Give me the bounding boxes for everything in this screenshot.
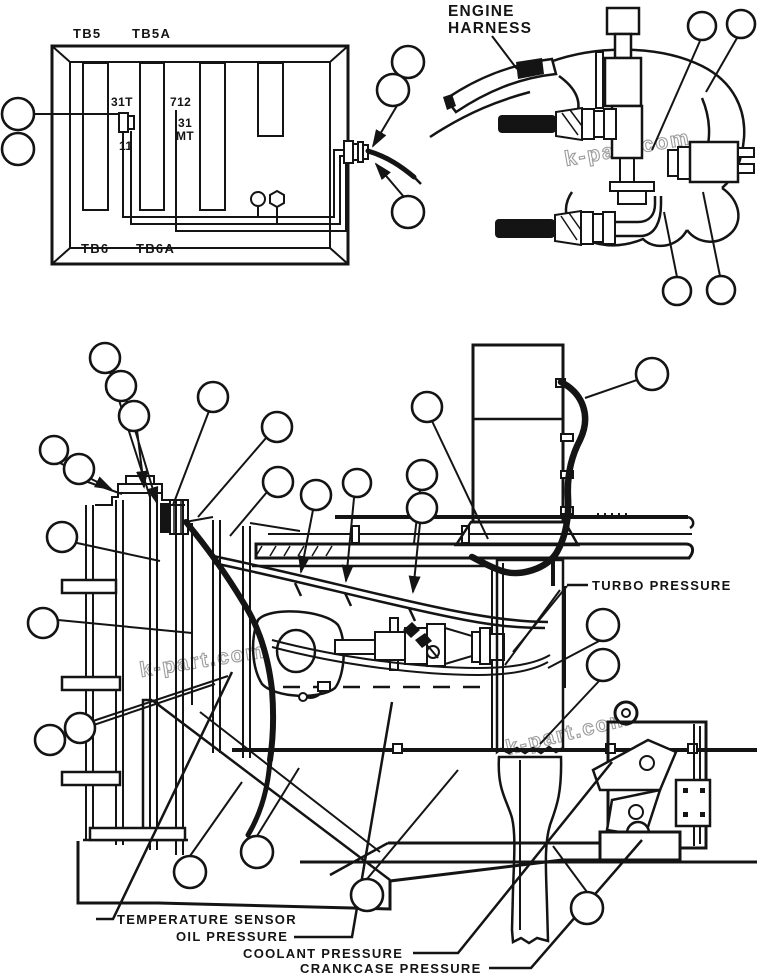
callout-circle	[0, 131, 36, 167]
callout-circle	[62, 452, 96, 486]
label-crankcase-pressure: CRANKCASE PRESSURE	[300, 961, 482, 975]
callout-circle	[117, 399, 151, 433]
callout-circle	[104, 369, 138, 403]
callout-circle	[341, 467, 373, 499]
label-temperature-sensor: TEMPERATURE SENSOR	[117, 912, 297, 927]
engine-block	[160, 499, 505, 758]
callout-circle	[410, 390, 444, 424]
engine-harness-title-line2: HARNESS	[448, 20, 532, 37]
leader-lines	[34, 103, 405, 198]
harness-cable	[443, 57, 558, 114]
callout-circle	[661, 275, 693, 307]
label-tb6: TB6	[81, 241, 109, 256]
air-intake-hose	[468, 378, 589, 577]
valve-assembly	[595, 6, 655, 205]
sensor-connector	[667, 140, 755, 184]
engine-harness-title-line1: ENGINE	[448, 3, 515, 20]
callout-circle	[569, 890, 605, 926]
label-11: 11	[119, 139, 133, 153]
engine-hoses	[183, 519, 551, 838]
callout-circle	[585, 647, 621, 683]
label-oil-pressure: OIL PRESSURE	[176, 929, 288, 944]
lower-frame-line	[232, 743, 757, 754]
label-31t: 31T	[111, 95, 133, 109]
callout-circle	[33, 723, 67, 757]
label-tb5a: TB5A	[132, 26, 171, 41]
label-mt: MT	[176, 129, 194, 143]
callout-circle	[686, 10, 718, 42]
harness-outline	[429, 48, 746, 248]
bulkhead-connector	[343, 140, 422, 185]
callout-circle	[390, 44, 426, 80]
label-31: 31	[178, 116, 192, 130]
engine-side-view-diagram: TURBO PRESSURE TEMPERATURE SENSOR OIL PR…	[26, 341, 757, 975]
leader-lines	[491, 35, 738, 278]
engine-harness-diagram: ENGINE HARNESS	[429, 3, 757, 307]
hose-fitting	[498, 106, 617, 142]
callout-circle	[0, 96, 36, 132]
callout-circle	[63, 711, 97, 745]
callout-circle	[45, 520, 79, 554]
callout-circle	[405, 458, 439, 492]
callout-circle	[196, 380, 230, 414]
label-turbo-pressure: TURBO PRESSURE	[592, 578, 732, 593]
label-coolant-pressure: COOLANT PRESSURE	[243, 946, 403, 961]
callout-circles	[0, 44, 426, 230]
callout-circle	[405, 491, 439, 525]
callout-circle	[26, 606, 60, 640]
label-tb5: TB5	[73, 26, 101, 41]
callout-circle	[349, 877, 385, 913]
hose-fitting	[495, 196, 663, 247]
callout-circle	[239, 834, 275, 870]
callout-circles	[26, 341, 670, 926]
callout-circle	[172, 854, 208, 890]
callout-circle	[375, 72, 411, 108]
callout-circle	[88, 341, 122, 375]
callout-circle	[38, 434, 70, 466]
callout-circle	[261, 465, 295, 499]
terminal-box-wiring	[118, 110, 347, 232]
terminal-strips	[82, 62, 284, 211]
callout-circle	[299, 478, 333, 512]
callout-circle	[390, 194, 426, 230]
callout-circle	[260, 410, 294, 444]
terminal-box-diagram: TB5 TB5A TB6 TB6A 31T 712 11 31 MT	[0, 26, 426, 266]
radiator	[60, 475, 187, 855]
callout-circle	[634, 356, 670, 392]
callout-circles	[661, 8, 757, 307]
exhaust-stack	[495, 558, 565, 945]
callout-circle	[725, 8, 757, 40]
callout-circle	[585, 607, 621, 643]
label-712: 712	[170, 95, 191, 109]
frame-rails	[254, 513, 695, 560]
wire-tail	[365, 148, 417, 180]
generator-assembly	[300, 700, 757, 877]
label-tb6a: TB6A	[136, 241, 175, 256]
callout-circle	[705, 274, 737, 306]
